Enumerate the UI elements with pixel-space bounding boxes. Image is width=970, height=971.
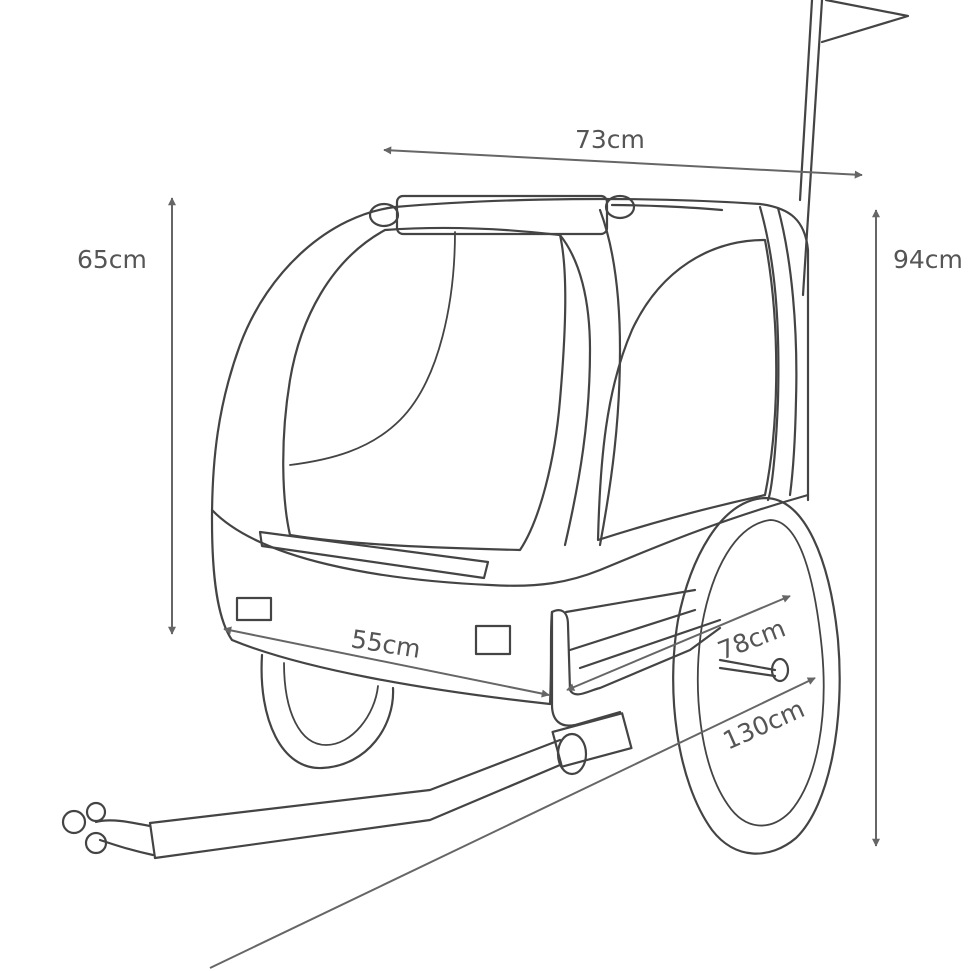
trailer-body	[210, 197, 810, 706]
frame-tubes	[550, 588, 722, 727]
dim-line-55cm	[223, 626, 550, 698]
label-78cm: 78cm	[714, 613, 790, 665]
flag	[798, 0, 910, 297]
reflector-left	[235, 596, 273, 622]
handle-bar	[368, 194, 636, 236]
label-55cm: 55cm	[349, 624, 423, 664]
dim-line-73cm	[383, 146, 863, 179]
dimension-labels: 73cm 65cm 94cm 55cm 78cm 130cm	[77, 125, 963, 755]
label-65cm: 65cm	[77, 245, 147, 274]
label-73cm: 73cm	[575, 125, 645, 154]
dimension-lines	[168, 146, 880, 969]
dim-line-78cm	[566, 595, 791, 691]
label-94cm: 94cm	[893, 245, 963, 274]
tow-bar	[61, 712, 633, 860]
right-wheel	[672, 496, 841, 855]
left-wheel	[260, 653, 395, 770]
dim-line-130cm	[209, 677, 816, 969]
reflector-right	[474, 624, 512, 656]
